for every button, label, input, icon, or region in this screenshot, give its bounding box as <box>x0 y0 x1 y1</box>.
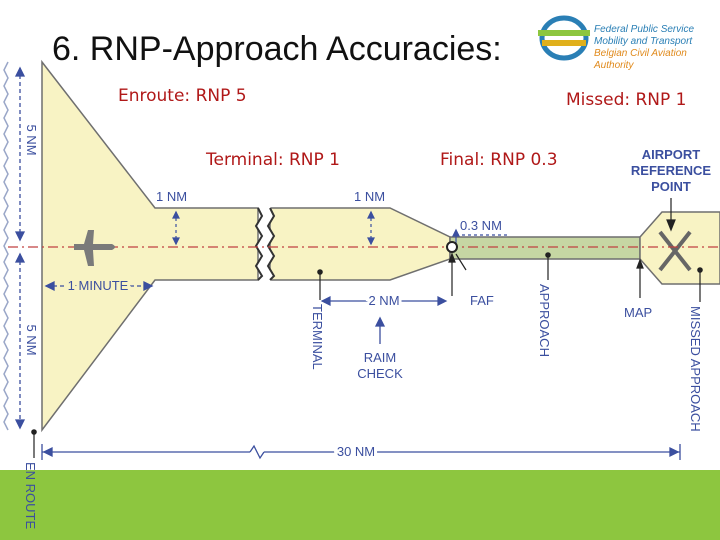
nm1-right-label: 1 NM <box>354 189 385 204</box>
airport-reference-point-icon <box>658 230 692 272</box>
nm2-label: 2 NM <box>368 293 399 308</box>
faf-label: FAF <box>470 293 494 308</box>
raim-check-label-line2: CHECK <box>357 366 403 381</box>
missed-rnp-label: Missed: RNP 1 <box>566 90 687 110</box>
enroute-label: EN ROUTE <box>23 462 38 530</box>
nm03-arrow <box>452 228 510 244</box>
nm30-label: 30 NM <box>337 444 375 459</box>
missed-approach-label: MISSED APPROACH <box>688 306 703 432</box>
footer-bar <box>0 470 720 540</box>
one-minute-label: 1 MINUTE <box>68 278 129 293</box>
final-rnp-label: Final: RNP 0.3 <box>440 150 558 170</box>
enroute-pointer <box>31 429 37 458</box>
nm2-arrow <box>320 296 448 306</box>
raim-check-pointer <box>374 316 386 344</box>
approach-pointer <box>545 252 551 280</box>
terminal-corridor <box>269 207 451 281</box>
logo: Federal Public Service Mobility and Tran… <box>536 12 716 71</box>
approach-label: APPROACH <box>537 284 552 357</box>
logo-line-2: Mobility and Transport <box>594 36 693 47</box>
arp-label-line3: POINT <box>651 179 691 194</box>
break-zigzag-right <box>266 207 276 281</box>
left-nm-arrows <box>14 66 26 430</box>
map-label: MAP <box>624 305 652 320</box>
nm30-arrow <box>41 444 681 460</box>
arp-pointer <box>666 198 676 232</box>
terminal-label: TERMINAL <box>310 304 325 370</box>
one-minute-arrow <box>44 280 154 292</box>
missed-approach-pointer <box>697 267 703 302</box>
arp-label-line2: REFERENCE <box>631 163 712 178</box>
faf-marker-icon <box>446 241 458 253</box>
map-pointer <box>636 258 644 298</box>
final-approach-segment <box>449 236 641 260</box>
left-border-zigzag <box>3 61 9 431</box>
terminal-rnp-label: Terminal: RNP 1 <box>206 150 340 170</box>
raim-check-label-line1: RAIM <box>364 350 397 365</box>
arp-label-line1: AIRPORT <box>642 147 701 162</box>
nm1-left-arrow <box>172 210 180 246</box>
faf-pointer <box>448 252 467 296</box>
logo-line-3: Belgian Civil Aviation Authority <box>594 48 687 71</box>
logo-emblem-icon <box>538 15 590 61</box>
break-zigzag-left <box>254 207 264 281</box>
airplane-icon <box>74 230 115 266</box>
nm03-label: 0.3 NM <box>460 218 502 233</box>
left-5nm-bottom-label: 5 NM <box>24 324 39 355</box>
enroute-rnp-label: Enroute: RNP 5 <box>118 86 247 106</box>
missed-approach-area <box>639 211 720 285</box>
left-5nm-top-label: 5 NM <box>24 124 39 155</box>
terminal-pointer <box>317 269 323 300</box>
nm1-left-label: 1 NM <box>156 189 187 204</box>
slide-title: 6. RNP-Approach Accuracies: <box>52 30 502 68</box>
nm1-right-arrow <box>367 210 375 246</box>
logo-line-1: Federal Public Service <box>594 24 695 35</box>
